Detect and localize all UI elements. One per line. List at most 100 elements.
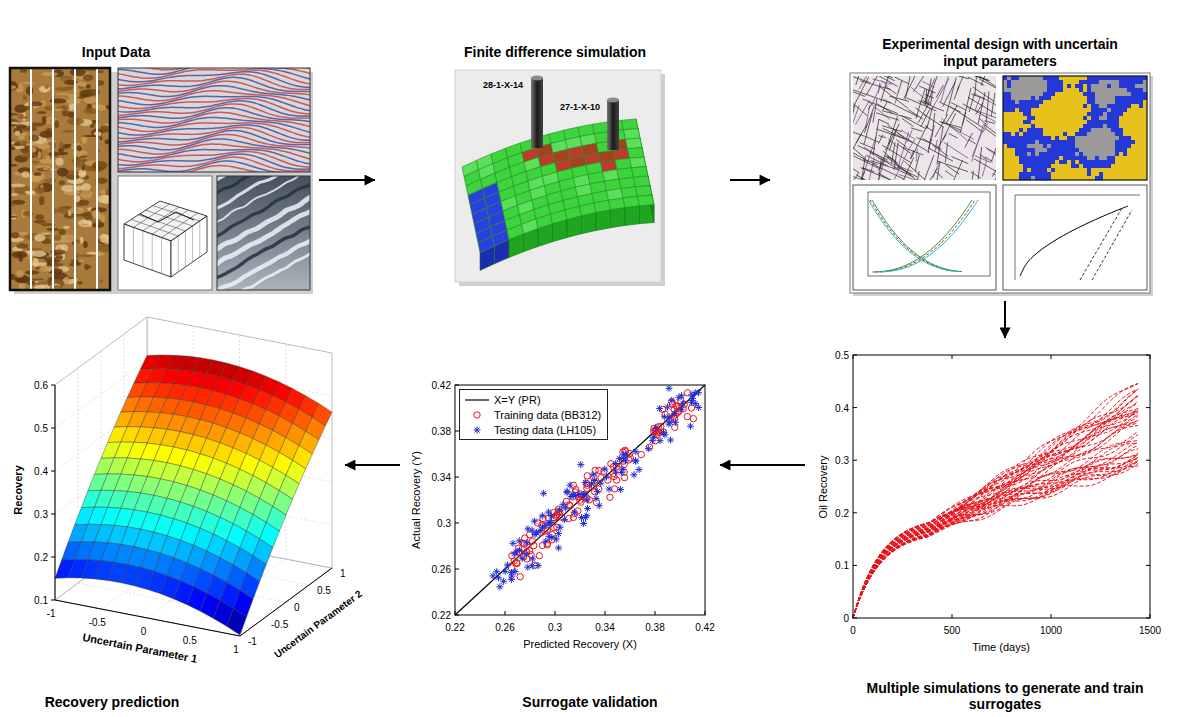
map-cell <box>1079 160 1083 164</box>
map-cell <box>1131 112 1135 116</box>
fracture-line <box>875 76 897 86</box>
testing-point <box>539 512 546 519</box>
simulation-curve <box>853 389 1138 618</box>
outcrop-strata <box>217 176 310 290</box>
image-shadow <box>853 76 1153 296</box>
map-cell <box>1131 132 1135 136</box>
map-cell <box>1111 80 1115 84</box>
seismic-trace <box>118 101 310 116</box>
map-cell <box>1131 148 1135 152</box>
map-cell <box>1071 100 1075 104</box>
map-cell <box>1023 160 1027 164</box>
core-grain <box>75 186 83 191</box>
map-cell <box>1023 96 1027 100</box>
core-grain <box>91 218 101 223</box>
map-cell <box>1019 80 1023 84</box>
simulation-curve <box>853 435 1138 618</box>
map-cell <box>1087 144 1091 148</box>
map-cell <box>1071 112 1075 116</box>
map-cell <box>1139 120 1143 124</box>
map-cell <box>1119 80 1123 84</box>
experimental-design-illustration <box>834 60 1153 296</box>
map-cell <box>1103 76 1107 80</box>
map-cell <box>1111 120 1115 124</box>
map-cell <box>1071 120 1075 124</box>
map-cell <box>1031 84 1035 88</box>
testing-point <box>631 471 638 478</box>
map-cell <box>1059 120 1063 124</box>
map-cell <box>1055 164 1059 168</box>
map-cell <box>1127 96 1131 100</box>
core-grain <box>26 248 43 250</box>
map-cell <box>1095 76 1099 80</box>
core-grain <box>21 133 28 136</box>
map-cell <box>1127 172 1131 176</box>
map-cell <box>1035 124 1039 128</box>
map-cell <box>1051 160 1055 164</box>
fracture-line <box>876 113 899 120</box>
map-cell <box>1123 168 1127 172</box>
map-cell <box>1099 120 1103 124</box>
map-cell <box>1083 108 1087 112</box>
map-cell <box>1123 104 1127 108</box>
training-point <box>613 477 619 483</box>
map-cell <box>1127 92 1131 96</box>
map-cell <box>1031 132 1035 136</box>
map-cell <box>1071 152 1075 156</box>
map-cell <box>1135 136 1139 140</box>
map-cell <box>1091 152 1095 156</box>
fracture-line <box>904 161 934 180</box>
map-cell <box>1075 128 1079 132</box>
fracture-ground <box>853 76 996 180</box>
map-cell <box>1031 156 1035 160</box>
fracture-line <box>963 104 988 118</box>
map-cell <box>1047 116 1051 120</box>
map-cell <box>1067 160 1071 164</box>
map-cell <box>1103 92 1107 96</box>
fracture-line <box>928 139 932 150</box>
map-cell <box>1139 108 1143 112</box>
fracture-line <box>915 154 919 171</box>
fracture-line <box>909 139 916 150</box>
mini-plot-ground <box>1003 185 1147 290</box>
map-cell <box>1031 104 1035 108</box>
map-cell <box>1039 80 1043 84</box>
training-point <box>672 424 678 430</box>
map-cell <box>1123 76 1127 80</box>
map-cell <box>1031 128 1035 132</box>
fracture-line <box>941 118 967 140</box>
recovery-curves-chart <box>853 355 1150 618</box>
core-grain <box>80 150 87 156</box>
sketch-line <box>178 236 179 272</box>
map-cell <box>1087 112 1091 116</box>
map-cell <box>1139 152 1143 156</box>
design-frame <box>850 73 1150 293</box>
map-cell <box>1083 144 1087 148</box>
map-cell <box>1139 104 1143 108</box>
map-cell <box>1023 148 1027 152</box>
map-cell <box>1107 92 1111 96</box>
fracture-line <box>862 168 874 172</box>
map-cell <box>1019 168 1023 172</box>
core-grain <box>39 86 50 93</box>
map-cell <box>1103 168 1107 172</box>
fracture-line <box>928 138 931 153</box>
map-cell <box>1127 160 1131 164</box>
outcrop-band <box>217 180 310 239</box>
map-cell <box>1135 152 1139 156</box>
map-cell <box>1123 80 1127 84</box>
map-cell <box>1011 140 1015 144</box>
fracture-line <box>853 144 870 162</box>
map-cell <box>1099 100 1103 104</box>
relperm-curve <box>872 200 962 272</box>
fracture-line <box>882 111 912 119</box>
testing-point <box>671 410 678 417</box>
map-cell <box>1059 136 1063 140</box>
fracture-line <box>937 134 946 148</box>
map-cell <box>1131 84 1135 88</box>
fracture-line <box>908 110 923 119</box>
core-grain <box>33 258 39 267</box>
map-cell <box>1003 128 1007 132</box>
map-cell <box>1087 96 1091 100</box>
map-cell <box>1039 160 1043 164</box>
